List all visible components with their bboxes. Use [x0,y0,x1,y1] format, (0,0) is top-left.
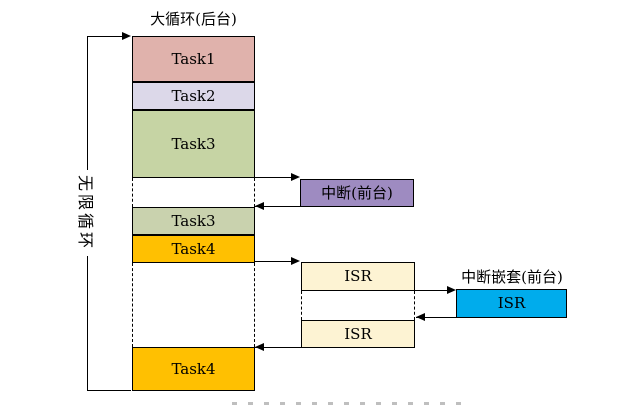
clipped-caption-fragment [232,402,472,405]
arrow-isr-to-nested-head-icon [447,286,456,294]
interrupt-foreground-block: 中断(前台) [300,179,414,207]
isr-second-block: ISR [301,320,415,348]
task1-block: Task1 [132,36,255,82]
arrow-isr-to-nested-line [415,290,447,291]
task4-repeat-block: Task4 [132,347,255,391]
task2-block: Task2 [132,82,255,110]
stack-gap2-right-dashed-line [254,263,255,347]
task4-block: Task4 [132,235,255,263]
arrow-interrupt-return-line [255,206,300,207]
infinite-loop-label: 无限循环 [73,169,101,257]
stack-gap1-right-dashed-line [254,178,255,207]
arrow-task4-to-isr-head-icon [291,257,300,265]
isr-gap-right-dashed-line [414,291,415,320]
big-loop-title: 大循环(后台) [150,10,237,28]
nested-interrupt-title: 中断嵌套(前台) [461,268,563,286]
arrow-isr-return-line [255,347,301,348]
isr-gap-left-dashed-line [301,291,302,320]
arrow-task4-to-isr-line [255,261,291,262]
arrow-isr-return-head-icon [255,343,264,351]
stack-gap2-left-dashed-line [132,263,133,347]
loop-top-line [87,36,123,37]
arrow-nested-return-head-icon [416,313,425,321]
loop-arrowhead-icon [122,32,131,40]
arrow-task3-to-interrupt-line [255,177,291,178]
arrow-interrupt-return-head-icon [255,202,264,210]
loop-bottom-line [87,390,131,391]
isr-first-block: ISR [301,262,415,291]
task3-block: Task3 [132,110,255,178]
arrow-nested-return-line [416,317,456,318]
arrow-task3-to-interrupt-head-icon [291,173,300,181]
stack-gap1-left-dashed-line [132,178,133,207]
task3-repeat-block: Task3 [132,207,255,235]
isr-nested-block: ISR [456,289,567,318]
